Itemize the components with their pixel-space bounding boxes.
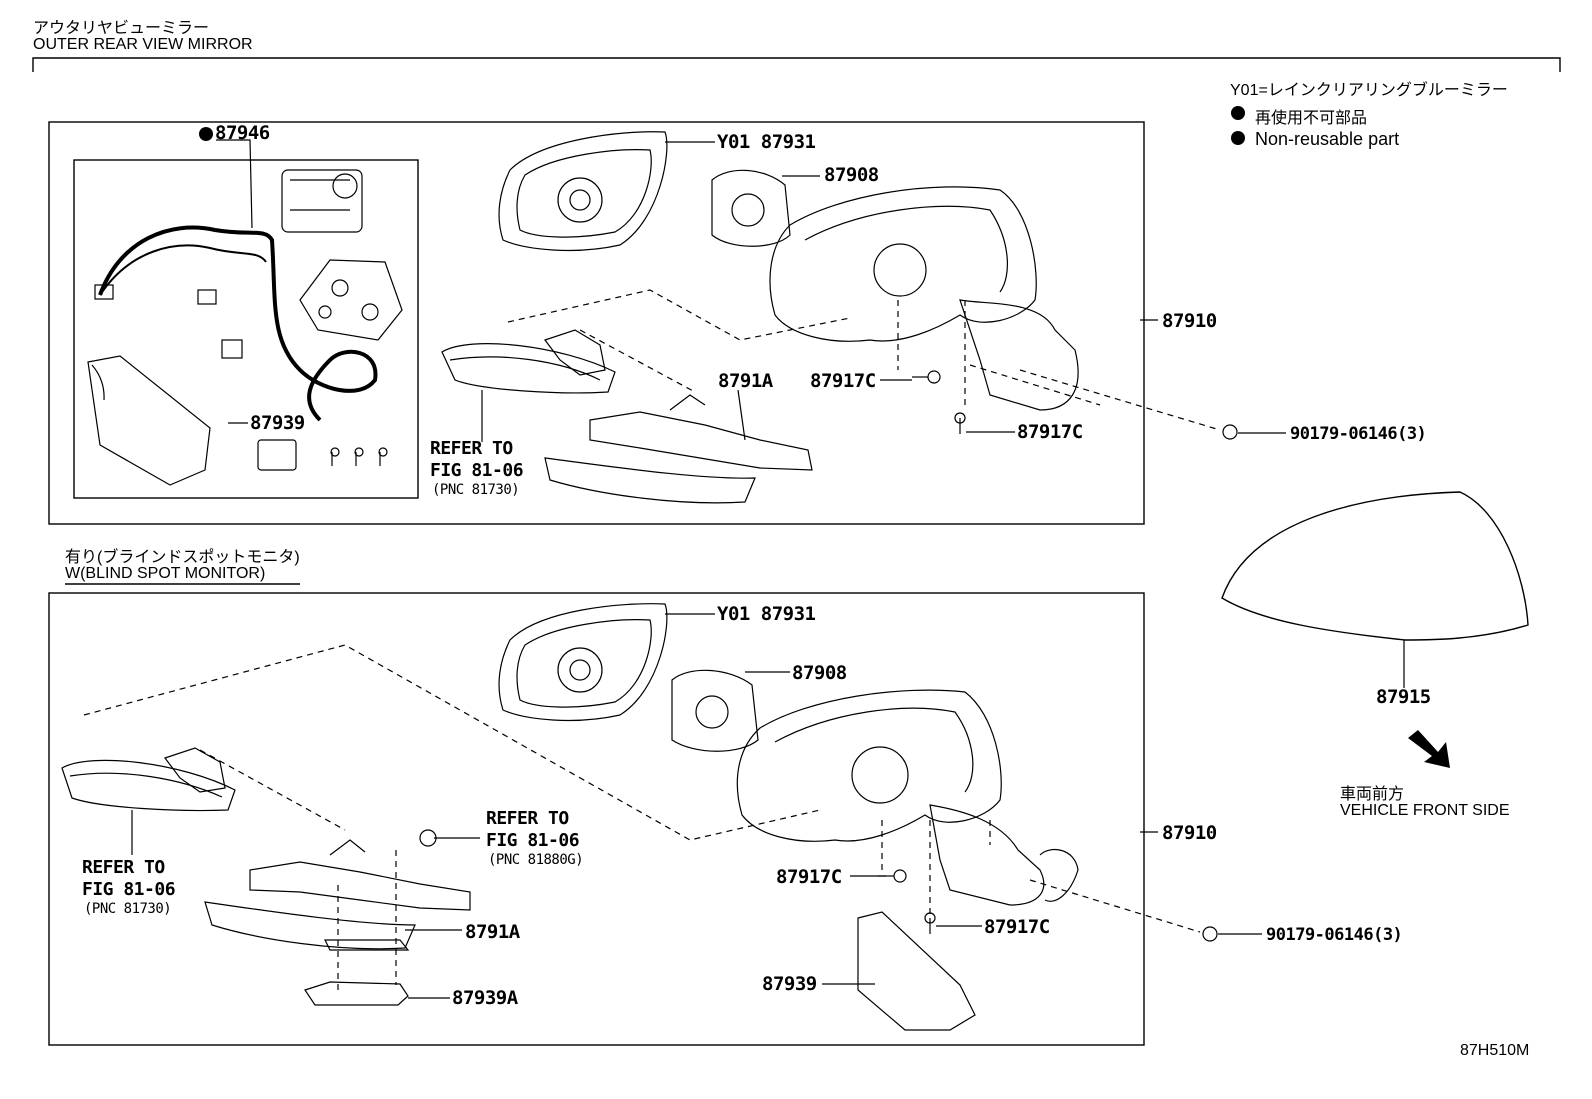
refer-line-1[interactable]: REFER TO — [430, 438, 513, 459]
part-87917c-a[interactable]: 87917C — [810, 370, 876, 392]
part-90179-06146[interactable]: 90179-06146(3) — [1290, 424, 1427, 444]
part-8791a-b[interactable]: 8791A — [465, 921, 520, 943]
vehicle-front-en: VEHICLE FRONT SIDE — [1340, 802, 1510, 819]
title-en: OUTER REAR VIEW MIRROR — [33, 36, 253, 53]
part-90179-06146-b[interactable]: 90179-06146(3) — [1266, 925, 1403, 945]
part-87939[interactable]: 87939 — [250, 412, 305, 434]
part-87939a[interactable]: 87939A — [452, 987, 518, 1009]
part-87917c-c[interactable]: 87917C — [776, 866, 842, 888]
refer-a-line-2[interactable]: FIG 81-06 — [486, 830, 580, 851]
y01-note: Y01=レインクリアリングブルーミラー — [1230, 82, 1508, 99]
refer-line-2[interactable]: FIG 81-06 — [430, 460, 524, 481]
part-87917c-d[interactable]: 87917C — [984, 916, 1050, 938]
part-87908-b[interactable]: 87908 — [792, 662, 847, 684]
refer-a-line-3: (PNC 81880G) — [488, 852, 584, 868]
part-8791a[interactable]: 8791A — [718, 370, 773, 392]
refer-b-line-1[interactable]: REFER TO — [82, 857, 165, 878]
refer-b-line-3: (PNC 81730) — [84, 901, 172, 917]
refer-b-line-2[interactable]: FIG 81-06 — [82, 879, 176, 900]
part-87946[interactable]: 87946 — [215, 122, 270, 144]
part-y01-87931[interactable]: Y01 87931 — [717, 131, 816, 153]
diagram-code: 87H510M — [1460, 1042, 1530, 1059]
refer-a-line-1[interactable]: REFER TO — [486, 808, 569, 829]
part-87939-b[interactable]: 87939 — [762, 973, 817, 995]
bsm-label-en: W(BLIND SPOT MONITOR) — [65, 565, 266, 582]
part-87910-b[interactable]: 87910 — [1162, 822, 1217, 844]
nonreusable-jp: 再使用不可部品 — [1255, 110, 1368, 127]
nonreusable-en: Non-reusable part — [1255, 129, 1400, 149]
vehicle-front-jp: 車両前方 — [1340, 786, 1405, 803]
part-87910[interactable]: 87910 — [1162, 310, 1217, 332]
part-87908[interactable]: 87908 — [824, 164, 879, 186]
refer-line-3: (PNC 81730) — [432, 482, 520, 498]
title-jp: アウタリヤビューミラー — [33, 20, 210, 37]
bsm-label-jp: 有り(ブラインドスポットモニタ) — [65, 549, 300, 566]
part-y01-87931-b[interactable]: Y01 87931 — [717, 603, 816, 625]
part-87915[interactable]: 87915 — [1376, 686, 1431, 708]
part-87917c-b[interactable]: 87917C — [1017, 421, 1083, 443]
